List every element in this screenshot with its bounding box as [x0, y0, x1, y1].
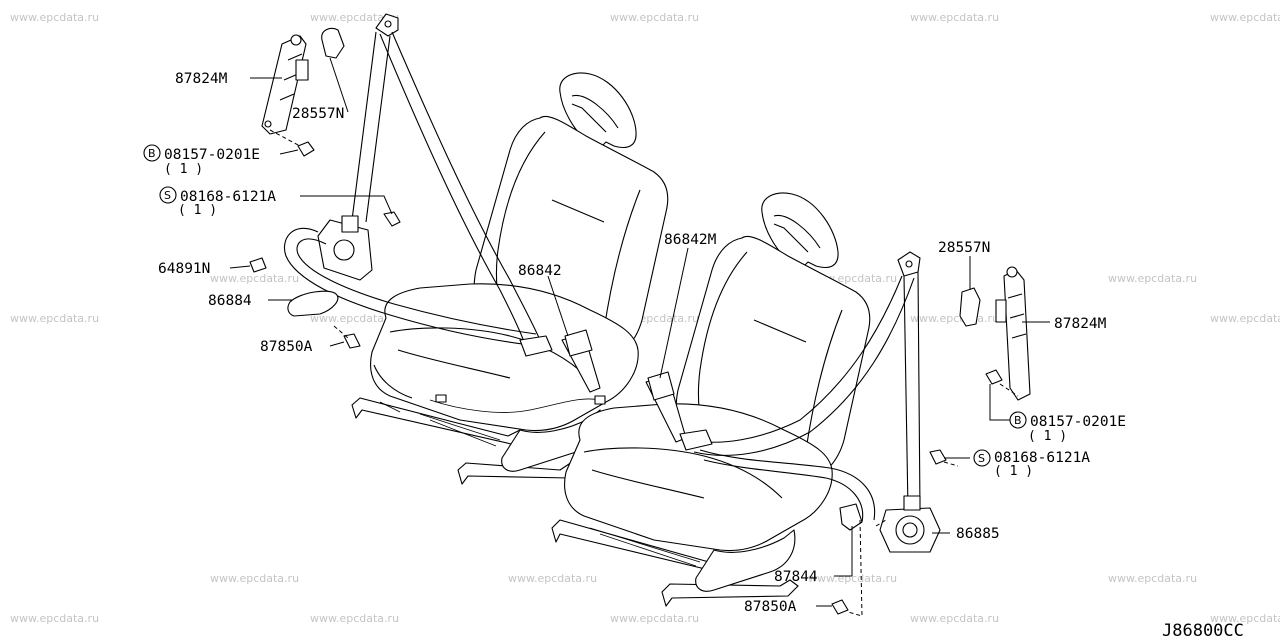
- watermark: www.epcdata.ru: [1108, 572, 1197, 585]
- screw-symbol-icon: [159, 186, 177, 204]
- part-labels: 87824M 28557N B 08157-0201E ( 1 ) S 0816…: [143, 71, 1244, 640]
- label-86842m: 86842M: [664, 232, 717, 248]
- watermark: www.epcdata.ru: [1210, 612, 1280, 625]
- watermark: www.epcdata.ru: [1210, 312, 1280, 325]
- label-86885: 86885: [956, 526, 1000, 542]
- label-08168-right: 08168-6121A: [994, 450, 1090, 466]
- label-87844: 87844: [774, 569, 818, 585]
- leader-lines: [229, 57, 1050, 607]
- label-87850a-right: 87850A: [744, 599, 797, 615]
- watermark: www.epcdata.ru: [610, 612, 699, 625]
- label-86842: 86842: [518, 263, 562, 279]
- qty-08168-right: ( 1 ): [994, 464, 1033, 479]
- watermark: www.epcdata.ru: [210, 272, 299, 285]
- watermark: www.epcdata.ru: [10, 612, 99, 625]
- watermark: www.epcdata.ru: [610, 11, 699, 24]
- bolt-symbol-letter: B: [1014, 414, 1022, 427]
- right-height-adjuster: [831, 266, 1031, 617]
- label-08157-left: 08157-0201E: [164, 147, 260, 163]
- watermark: www.epcdata.ru: [808, 572, 897, 585]
- screw-symbol-icon: [973, 449, 991, 467]
- screw-symbol-letter: S: [164, 189, 171, 202]
- qty-08157-right: ( 1 ): [1028, 429, 1067, 444]
- bolt-symbol-icon: [143, 144, 161, 162]
- label-28557n-left: 28557N: [292, 106, 344, 122]
- bolt-symbol-letter: B: [148, 147, 156, 160]
- watermark: www.epcdata.ru: [910, 11, 999, 24]
- label-87824m-left: 87824M: [175, 71, 228, 87]
- label-08157-right: 08157-0201E: [1030, 414, 1126, 430]
- left-seat-belt: [284, 13, 601, 393]
- qty-08168-left: ( 1 ): [178, 203, 217, 218]
- label-87850a-left: 87850A: [260, 339, 313, 355]
- qty-08157-left: ( 1 ): [164, 162, 203, 177]
- watermark: www.epcdata.ru: [210, 572, 299, 585]
- watermark: www.epcdata.ru: [1210, 11, 1280, 24]
- label-64891n: 64891N: [158, 261, 210, 277]
- watermark: www.epcdata.ru: [310, 612, 399, 625]
- diagram-code: J86800CC: [1162, 621, 1244, 640]
- left-seat: [351, 72, 669, 485]
- right-seat: [551, 192, 871, 607]
- watermark: www.epcdata.ru: [10, 11, 99, 24]
- watermark: www.epcdata.ru: [508, 572, 597, 585]
- watermark: www.epcdata.ru: [910, 612, 999, 625]
- left-height-adjuster: [249, 27, 401, 349]
- watermark: www.epcdata.ru: [1108, 272, 1197, 285]
- screw-symbol-letter: S: [978, 452, 985, 465]
- label-86884: 86884: [208, 293, 252, 309]
- watermark: www.epcdata.ru: [10, 312, 99, 325]
- label-87824m-right: 87824M: [1054, 316, 1107, 332]
- bolt-symbol-icon: [1009, 411, 1027, 429]
- watermark: www.epcdata.ru: [910, 312, 999, 325]
- label-28557n-right: 28557N: [938, 240, 990, 256]
- watermark: www.epcdata.ru: [310, 312, 399, 325]
- watermark: www.epcdata.ru: [310, 11, 399, 24]
- label-08168-left: 08168-6121A: [180, 189, 276, 205]
